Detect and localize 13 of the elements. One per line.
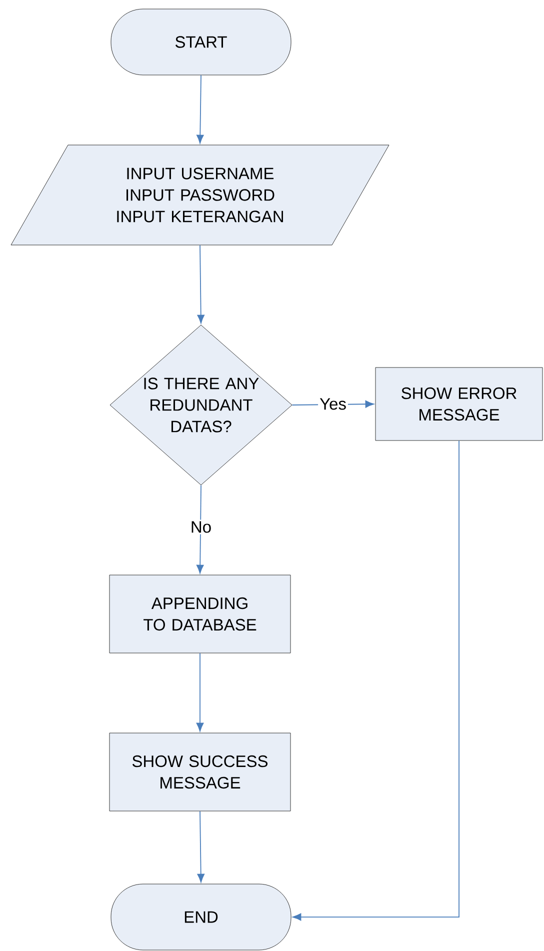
process-box: SHOW ERROR MESSAGE <box>375 367 543 441</box>
arrow <box>196 484 204 574</box>
process-box: APPENDING TO DATABASE <box>109 574 291 654</box>
edge-label: No <box>188 520 214 534</box>
process-box: SHOW SUCCESS MESSAGE <box>109 732 291 812</box>
edge-label: Yes <box>318 396 348 412</box>
terminal-oval: END <box>110 884 292 950</box>
input-parallelogram: INPUT USERNAME INPUT PASSWORD INPUT KETERANGAN <box>10 144 390 246</box>
arrow <box>197 810 204 883</box>
arrow <box>292 440 460 921</box>
arrow <box>196 74 204 144</box>
arrow <box>197 244 205 324</box>
arrow <box>196 652 204 732</box>
